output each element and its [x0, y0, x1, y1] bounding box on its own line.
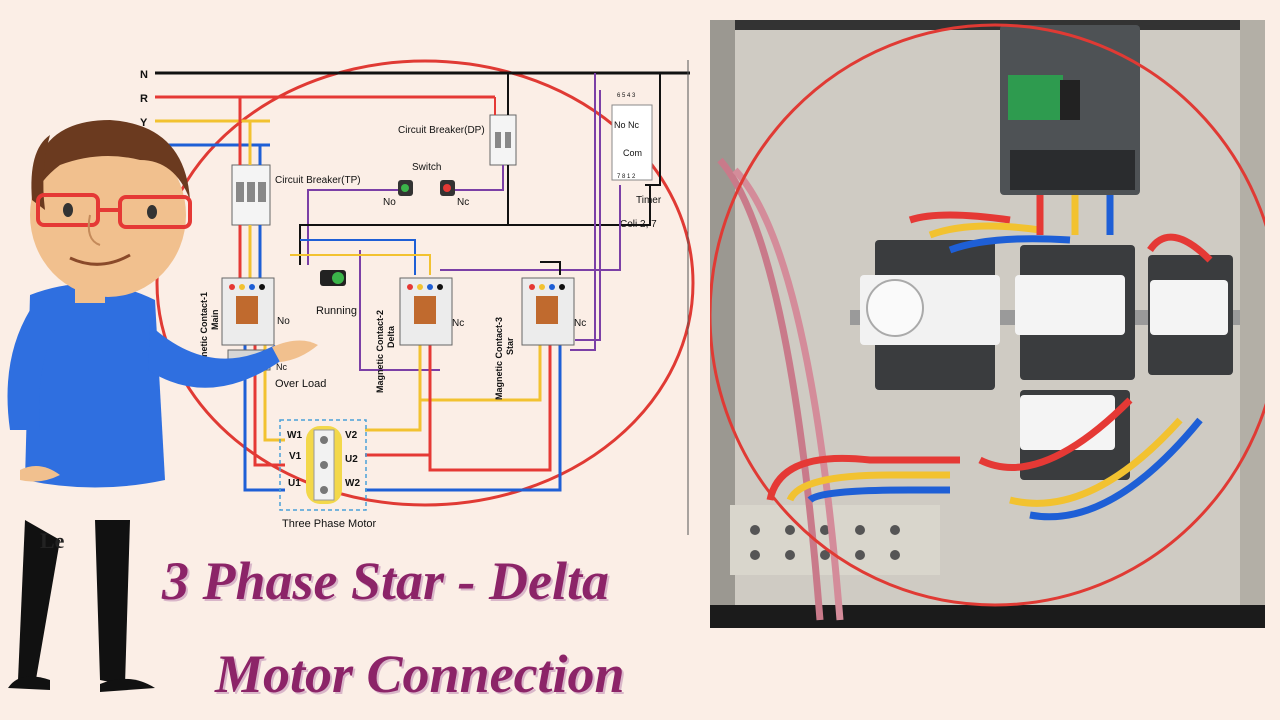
- line-y-label: Y: [140, 117, 148, 129]
- overload-nc-label: Nc: [276, 362, 287, 372]
- control-wiring: [290, 73, 661, 371]
- contactor-main-label: Magnetic Contact-1 Main: [199, 289, 220, 375]
- timer-label: Timer: [636, 195, 662, 206]
- timer-com: Com: [623, 148, 642, 158]
- contactor-star-label: Magnetic Contact-3 Star: [494, 314, 515, 400]
- contactor-delta: [399, 277, 453, 346]
- motor-terminal-v2: V2: [345, 430, 358, 441]
- switch-no-label: No: [383, 197, 396, 208]
- motor-terminal-u2: U2: [345, 454, 358, 465]
- line-n-label: N: [140, 69, 148, 81]
- overload-label: Over Load: [275, 378, 326, 390]
- title-line-1: 3 Phase Star - Delta: [162, 551, 610, 611]
- motor-terminal-v1: V1: [289, 451, 302, 462]
- circuit-breaker-tp-label: Circuit Breaker(TP): [275, 175, 361, 186]
- contactor-star: [521, 277, 575, 346]
- wiring-diagram: N R Y Circuit Breaker(TP) Circuit Breake…: [7, 59, 695, 692]
- cartoon-presenter: [7, 120, 318, 692]
- circuit-breaker-dp: [489, 114, 517, 166]
- motor-terminal-w2: W2: [345, 478, 360, 489]
- circuit-breaker-tp: [231, 164, 271, 226]
- highlight-circle: [155, 59, 695, 507]
- logo-fragment: Le: [40, 528, 65, 553]
- switch-nc-label: Nc: [457, 197, 469, 208]
- motor-terminal-u1: U1: [288, 478, 301, 489]
- contactor-main: [221, 277, 275, 346]
- running-label: Running: [316, 305, 357, 317]
- title-line-2: Motor Connection: [215, 644, 625, 704]
- timer-pins-bottom: 7 8 1 2: [617, 174, 636, 180]
- contactor-star-contact: Nc: [574, 318, 586, 329]
- timer-pins-top: 6 5 4 3: [617, 93, 636, 99]
- contactor-main-contact: No: [277, 316, 290, 327]
- motor-terminal-w1: W1: [287, 430, 302, 441]
- switch-label: Switch: [412, 162, 441, 173]
- motor-terminal-box: [279, 419, 367, 511]
- timer-relay: [611, 104, 653, 181]
- switch-buttons: [398, 180, 455, 196]
- contactor-delta-contact: Nc: [452, 318, 464, 329]
- line-r-label: R: [140, 93, 148, 105]
- contactor-delta-label: Magnetic Contact-2 Delta: [375, 307, 396, 393]
- control-panel-illustration: [708, 20, 1280, 628]
- timer-no-nc: No Nc: [614, 120, 640, 130]
- motor-label: Three Phase Motor: [282, 518, 376, 530]
- power-wiring: [238, 97, 562, 492]
- circuit-breaker-dp-label: Circuit Breaker(DP): [398, 125, 485, 136]
- running-lamp: [320, 270, 346, 286]
- control-panel-photo: [708, 20, 1280, 628]
